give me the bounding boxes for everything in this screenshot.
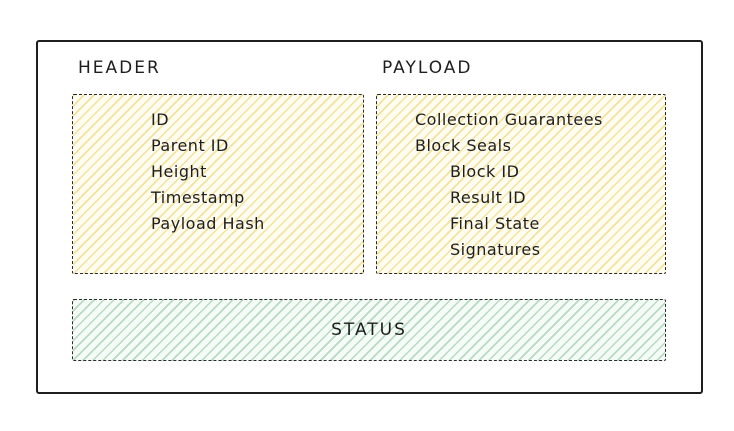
field-id: ID: [151, 110, 170, 129]
header-fields-box: ID Parent ID Height Timestamp Payload Ha…: [72, 94, 364, 274]
block-outline: HEADER PAYLOAD ID Parent ID Height Times…: [36, 40, 703, 394]
field-height: Height: [151, 162, 207, 181]
field-block-id: Block ID: [450, 162, 520, 181]
field-payload-hash: Payload Hash: [151, 214, 265, 233]
payload-section-label: PAYLOAD: [382, 58, 473, 78]
status-box: STATUS: [72, 299, 666, 361]
field-signatures: Signatures: [450, 240, 541, 259]
status-label: STATUS: [331, 320, 407, 340]
field-timestamp: Timestamp: [151, 188, 245, 207]
field-result-id: Result ID: [450, 188, 527, 207]
field-collection-guarantees: Collection Guarantees: [415, 110, 603, 129]
field-final-state: Final State: [450, 214, 540, 233]
header-section-label: HEADER: [78, 58, 161, 78]
payload-fields-box: Collection Guarantees Block Seals Block …: [376, 94, 666, 274]
field-parent-id: Parent ID: [151, 136, 229, 155]
field-block-seals: Block Seals: [415, 136, 512, 155]
